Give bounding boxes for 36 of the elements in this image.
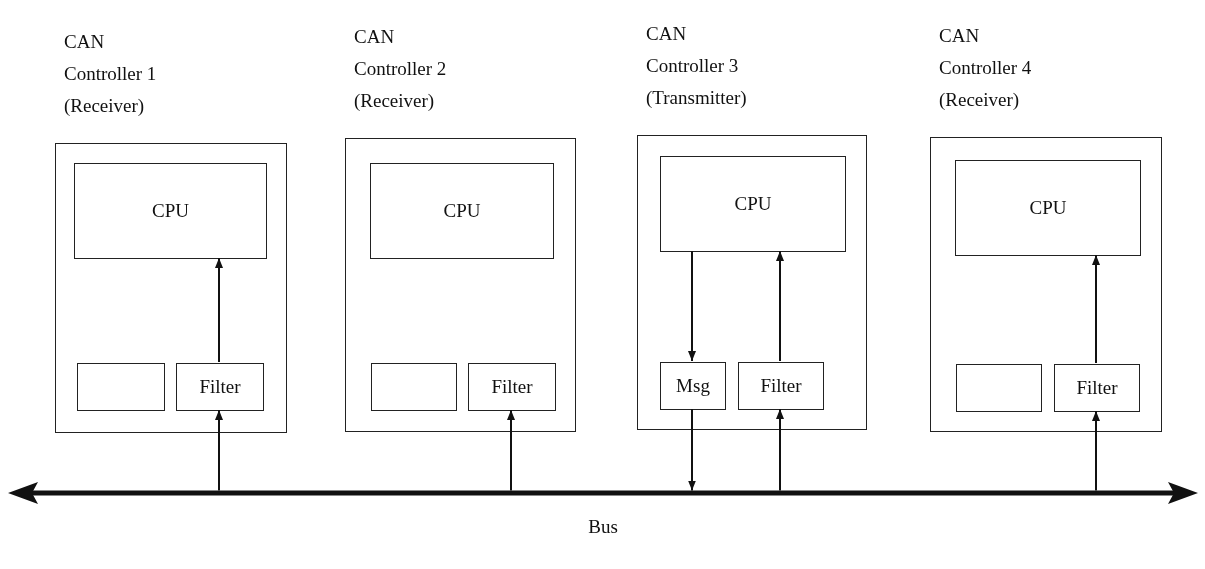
box-label: Filter	[199, 376, 241, 398]
box-label: CPU	[1029, 197, 1067, 219]
arrow	[776, 408, 784, 492]
controller-heading: CAN Controller 3 (Transmitter)	[646, 22, 748, 110]
arrow	[215, 257, 223, 363]
component-box	[738, 362, 824, 410]
controller-heading: CAN Controller 2 (Receiver)	[354, 25, 448, 113]
box-label: Filter	[1076, 377, 1118, 399]
arrow	[1092, 254, 1100, 364]
box-label: CPU	[152, 200, 189, 222]
component-box	[660, 362, 726, 410]
component-box	[370, 163, 554, 259]
component-box	[74, 163, 267, 259]
arrow	[688, 408, 696, 492]
box-label: Msg	[676, 375, 710, 397]
bus-label: Bus	[588, 516, 618, 538]
component-box	[660, 156, 846, 252]
box-label: Filter	[491, 376, 533, 398]
arrow	[215, 409, 223, 492]
box-label: Filter	[760, 375, 802, 397]
component-box	[176, 363, 264, 411]
arrow	[776, 250, 784, 362]
component-box	[1054, 364, 1140, 412]
box-label: CPU	[443, 200, 481, 222]
controller-heading: CAN Controller 1 (Receiver)	[64, 30, 158, 118]
arrow	[688, 250, 696, 362]
empty-box	[371, 363, 457, 411]
empty-box	[956, 364, 1042, 412]
empty-box	[77, 363, 165, 411]
arrow	[1092, 410, 1100, 492]
bus-bar	[8, 482, 1198, 504]
controller-heading: CAN Controller 4 (Receiver)	[939, 24, 1033, 112]
box-label: CPU	[734, 193, 772, 215]
component-box	[468, 363, 556, 411]
component-box	[955, 160, 1141, 256]
arrow	[507, 409, 515, 492]
